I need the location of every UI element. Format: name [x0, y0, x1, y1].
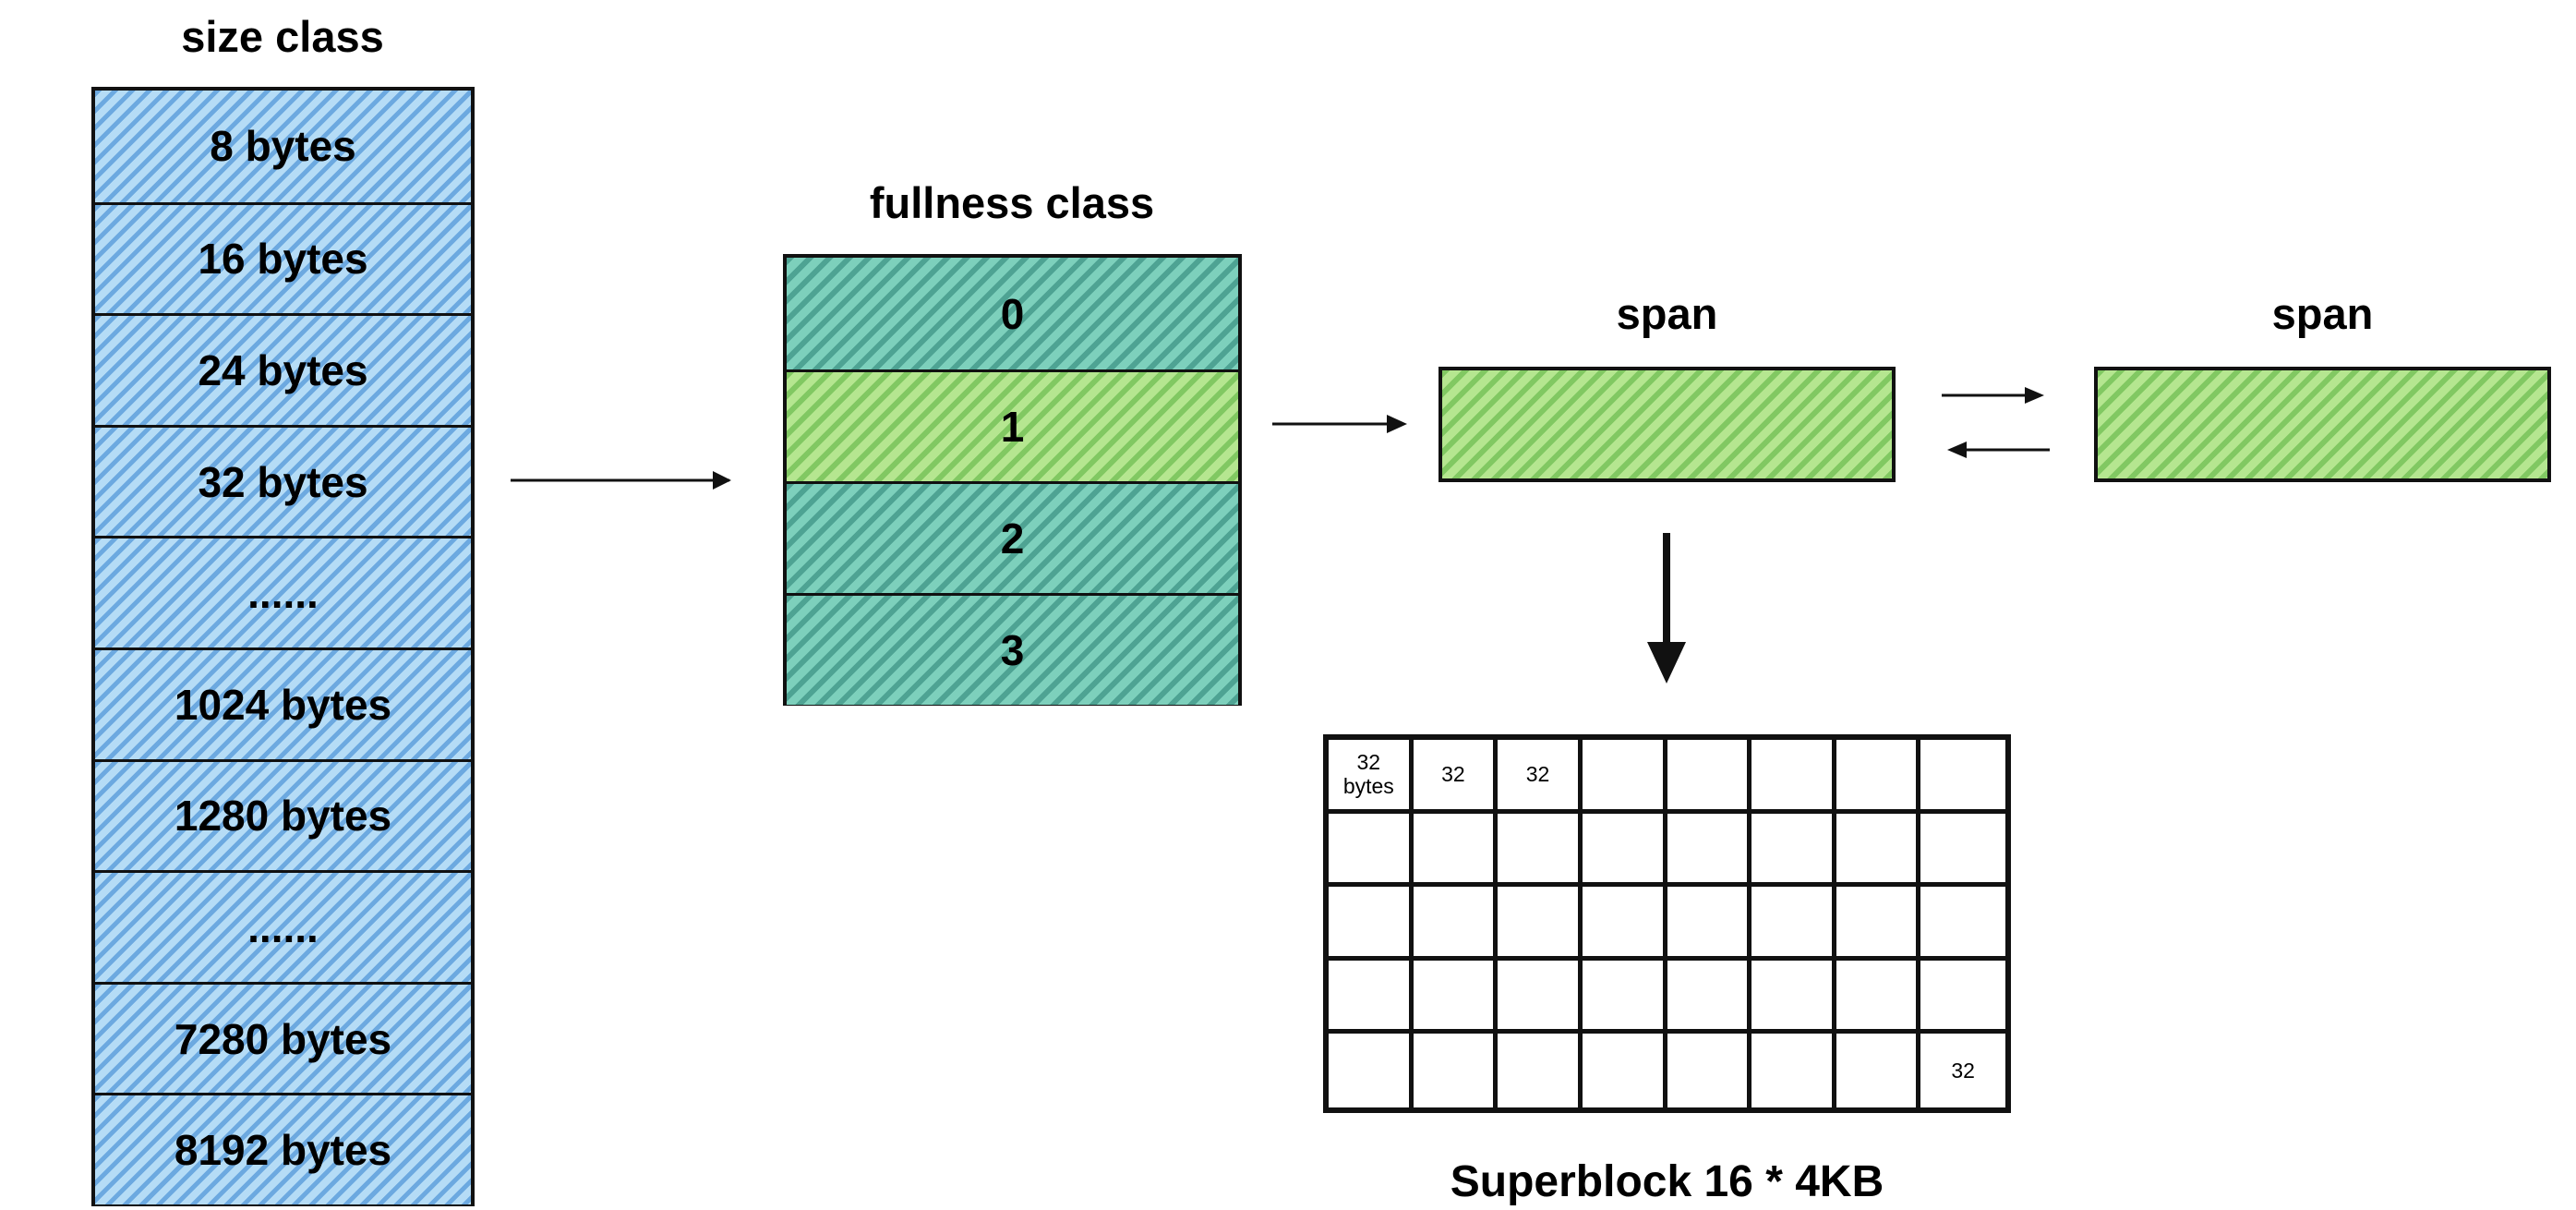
size-class-item: 24 bytes — [95, 313, 471, 425]
superblock-cell: 32 — [1413, 740, 1499, 814]
superblock-cell — [1414, 1034, 1499, 1107]
size-class-item: 8 bytes — [95, 91, 471, 202]
size-to-fullness-arrow — [511, 471, 731, 490]
fullness-class-item: 3 — [787, 593, 1238, 705]
superblock-cell — [1667, 960, 1752, 1035]
span-title-2: span — [2271, 289, 2374, 338]
superblock-cell — [1836, 1034, 1921, 1107]
size-class-item: 7280 bytes — [95, 981, 471, 1094]
superblock-cell — [1582, 813, 1667, 888]
superblock-cell — [1751, 813, 1836, 888]
size-class-item: 16 bytes — [95, 201, 471, 314]
superblock-cell — [1836, 740, 1921, 814]
size-class-item: 32 bytes — [95, 424, 471, 537]
fullness-class-item: 2 — [787, 481, 1238, 593]
size-class-title: size class — [181, 12, 384, 61]
superblock-cell — [1582, 740, 1667, 814]
superblock-cell — [1582, 887, 1667, 961]
superblock-cell — [1920, 887, 2005, 961]
superblock-cell — [1751, 887, 1836, 961]
superblock-cell — [1920, 814, 2005, 888]
superblock-cell: 32 — [1498, 740, 1583, 814]
superblock-cell — [1836, 960, 1921, 1035]
superblock-cell — [1413, 960, 1499, 1035]
superblock-cell — [1413, 887, 1499, 961]
superblock-cell: 32 bytes — [1329, 740, 1414, 814]
superblock-cell — [1667, 740, 1752, 814]
superblock-cell — [1582, 960, 1667, 1035]
superblock-cell — [1329, 960, 1414, 1035]
superblock-cell — [1751, 1034, 1836, 1107]
superblock-cell — [1498, 813, 1583, 888]
superblock-cell — [1667, 1034, 1752, 1107]
span-back-arrow — [1947, 442, 2050, 458]
span-title-1: span — [1616, 289, 1718, 338]
size-class-item: ...... — [95, 870, 471, 982]
span-forward-arrow — [1942, 387, 2044, 404]
size-class-item: 1024 bytes — [95, 647, 471, 759]
superblock-cell — [1667, 813, 1752, 888]
superblock-cell — [1751, 740, 1836, 814]
superblock-cell — [1920, 740, 2005, 814]
fullness-class-item-highlighted: 1 — [787, 369, 1238, 481]
superblock-caption: Superblock 16 * 4KB — [1450, 1157, 1884, 1206]
superblock-cell — [1751, 960, 1836, 1035]
superblock-cell — [1498, 1034, 1583, 1107]
superblock-cell — [1498, 887, 1583, 961]
superblock-cell — [1836, 813, 1921, 888]
superblock-cell — [1329, 813, 1414, 888]
size-class-item: ...... — [95, 536, 471, 647]
superblock-cell — [1836, 887, 1921, 961]
fullness-class-title: fullness class — [869, 178, 1155, 227]
superblock-cell — [1583, 1034, 1667, 1107]
superblock-cell — [1498, 960, 1583, 1035]
fullness-to-span-arrow — [1272, 415, 1407, 433]
span-box-2 — [2094, 367, 2551, 482]
superblock-cell — [1920, 961, 2005, 1035]
superblock-cell — [1667, 887, 1752, 961]
size-class-item: 1280 bytes — [95, 758, 471, 871]
superblock-cell: 32 — [1951, 1058, 1975, 1083]
superblock-cell — [1329, 887, 1414, 961]
fullness-class-item: 0 — [787, 258, 1238, 369]
superblock-cell — [1413, 813, 1499, 888]
span-box-1 — [1438, 367, 1896, 482]
span-to-superblock-arrow — [1647, 533, 1686, 684]
superblock-cell — [1329, 1034, 1414, 1107]
size-class-item: 8192 bytes — [95, 1093, 471, 1204]
